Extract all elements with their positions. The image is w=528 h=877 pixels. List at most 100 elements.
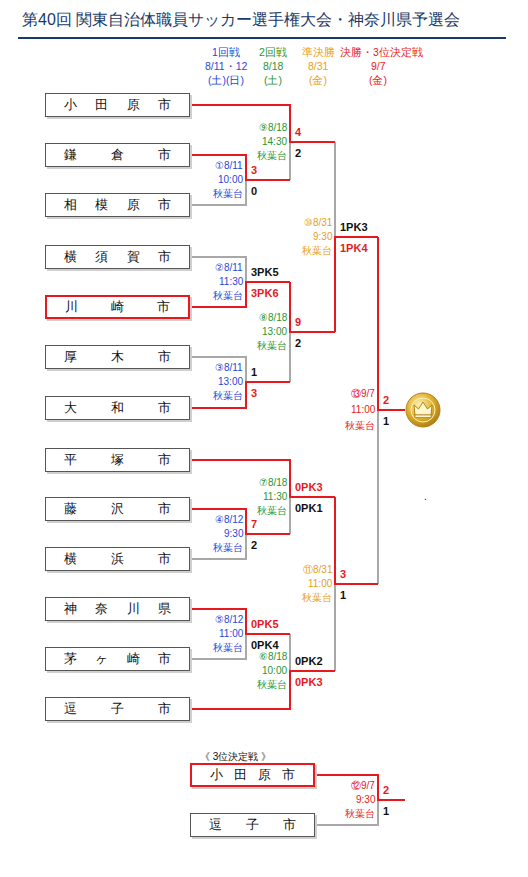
match-info: 11:00 [219, 628, 243, 640]
match-info: (土)(日) [208, 74, 244, 86]
match-info: 9:30 [313, 231, 332, 243]
match-info: ⑥8/18 [259, 651, 287, 663]
match-info: 秋葉台 [213, 542, 243, 554]
match-info: ⑧8/18 [259, 312, 287, 324]
team-box: 茅ヶ崎市 [45, 647, 190, 671]
match-info: 10:00 [218, 174, 243, 186]
team-box: 大和市 [45, 396, 190, 420]
bracket-line [334, 584, 336, 671]
winner-line [335, 497, 378, 584]
team-box: 鎌倉市 [45, 143, 190, 167]
match-info: 秋葉台 [213, 642, 243, 654]
score-text: 2 [251, 539, 257, 552]
match-info: 秋葉台 [257, 679, 287, 691]
winner-line [290, 282, 335, 332]
match-info: ⑤8/12 [215, 614, 243, 626]
trophy-icon [406, 393, 440, 427]
score-text: 0PK5 [251, 618, 279, 631]
match-info: 9/7 [371, 60, 386, 72]
match-info: 秋葉台 [302, 592, 332, 604]
team-box: 神奈川県 [45, 597, 190, 621]
score-text: 4 [295, 126, 301, 139]
match-info: 1回戦 [212, 46, 240, 58]
match-info: ①8/11 [215, 160, 243, 172]
team-name: 平塚市 [46, 451, 189, 469]
team-box: 横浜市 [45, 547, 190, 571]
match-info: 決勝・3位決定戦 [340, 46, 423, 58]
score-text: 2 [383, 394, 389, 407]
match-info: ⑩8/31 [304, 217, 332, 229]
match-info: 11:00 [308, 578, 332, 590]
match-info: ⑫9/7 [351, 780, 375, 792]
score-text: 1PK4 [340, 242, 368, 255]
match-info: 秋葉台 [213, 188, 243, 200]
score-text: 1 [383, 805, 389, 818]
title-text: 第40回 関東自治体職員サッカー選手権大会・神奈川県予選会 [22, 11, 460, 29]
match-info: 13:00 [218, 376, 243, 388]
team-box: 藤沢市 [45, 497, 190, 521]
score-text: 2 [383, 784, 389, 797]
score-text: 3 [340, 568, 346, 581]
match-info: 秋葉台 [257, 150, 287, 162]
match-info: 秋葉台 [257, 505, 287, 517]
match-info: 11:00 [351, 404, 375, 416]
score-text: 0PK3 [295, 676, 323, 689]
score-text: 1 [340, 589, 346, 602]
team-name: 逗子市 [191, 816, 314, 834]
match-info: 秋葉台 [345, 808, 375, 820]
score-text: 1 [383, 415, 389, 428]
bracket-line [289, 497, 291, 534]
bracket-line [289, 634, 291, 671]
score-text: 2 [295, 147, 301, 160]
bracket-line [334, 142, 336, 237]
winner-line [190, 460, 335, 497]
team-name: 横浜市 [46, 550, 189, 568]
team-box: 小田原市 [190, 763, 315, 787]
match-info: 秋葉台 [213, 290, 243, 302]
match-info: ⑨8/18 [259, 122, 287, 134]
match-info: 11:30 [263, 491, 287, 503]
bracket-line [377, 410, 379, 584]
match-info: ②8/11 [215, 262, 243, 274]
crown-shape [414, 402, 432, 415]
team-name: 茅ヶ崎市 [46, 650, 189, 668]
match-info: 秋葉台 [257, 340, 287, 352]
match-info: (金) [309, 74, 327, 86]
match-info: 11:30 [219, 276, 243, 288]
score-text: 0 [251, 185, 257, 198]
score-text: 2 [295, 337, 301, 350]
team-box: 小田原市 [45, 93, 190, 117]
crown-band [415, 415, 431, 418]
match-info: 2回戦 [259, 46, 287, 58]
team-name: 小田原市 [46, 96, 189, 114]
title-rule [18, 37, 506, 39]
match-info: ⑬9/7 [351, 388, 375, 400]
team-name: 横須賀市 [46, 248, 189, 266]
winner-line [190, 671, 335, 709]
score-text: 3 [251, 387, 257, 400]
team-name: 厚木市 [46, 348, 189, 366]
team-box: 相模原市 [45, 193, 190, 217]
score-text: 0PK3 [295, 481, 323, 494]
team-name: 相模原市 [46, 196, 189, 214]
match-info: 秋葉台 [302, 245, 332, 257]
match-info: 秋葉台 [213, 390, 243, 402]
winner-lines [190, 105, 405, 800]
loser-lines [190, 142, 378, 825]
team-box: 横須賀市 [45, 245, 190, 269]
match-info: (土) [264, 74, 282, 86]
team-box: 平塚市 [45, 448, 190, 472]
match-info: 準決勝 [302, 46, 335, 58]
match-info: ④8/12 [215, 514, 243, 526]
score-text: 3PK6 [251, 287, 279, 300]
score-text: 3 [251, 164, 257, 177]
score-text: 1PK3 [340, 221, 368, 234]
trophy-ring [411, 398, 435, 422]
match-info: ③8/11 [215, 362, 243, 374]
bracket-line [289, 332, 291, 382]
team-box: 逗子市 [190, 813, 315, 837]
match-info: 10:00 [262, 665, 287, 677]
score-text: 0PK4 [251, 639, 279, 652]
match-info: 9:30 [356, 794, 375, 806]
